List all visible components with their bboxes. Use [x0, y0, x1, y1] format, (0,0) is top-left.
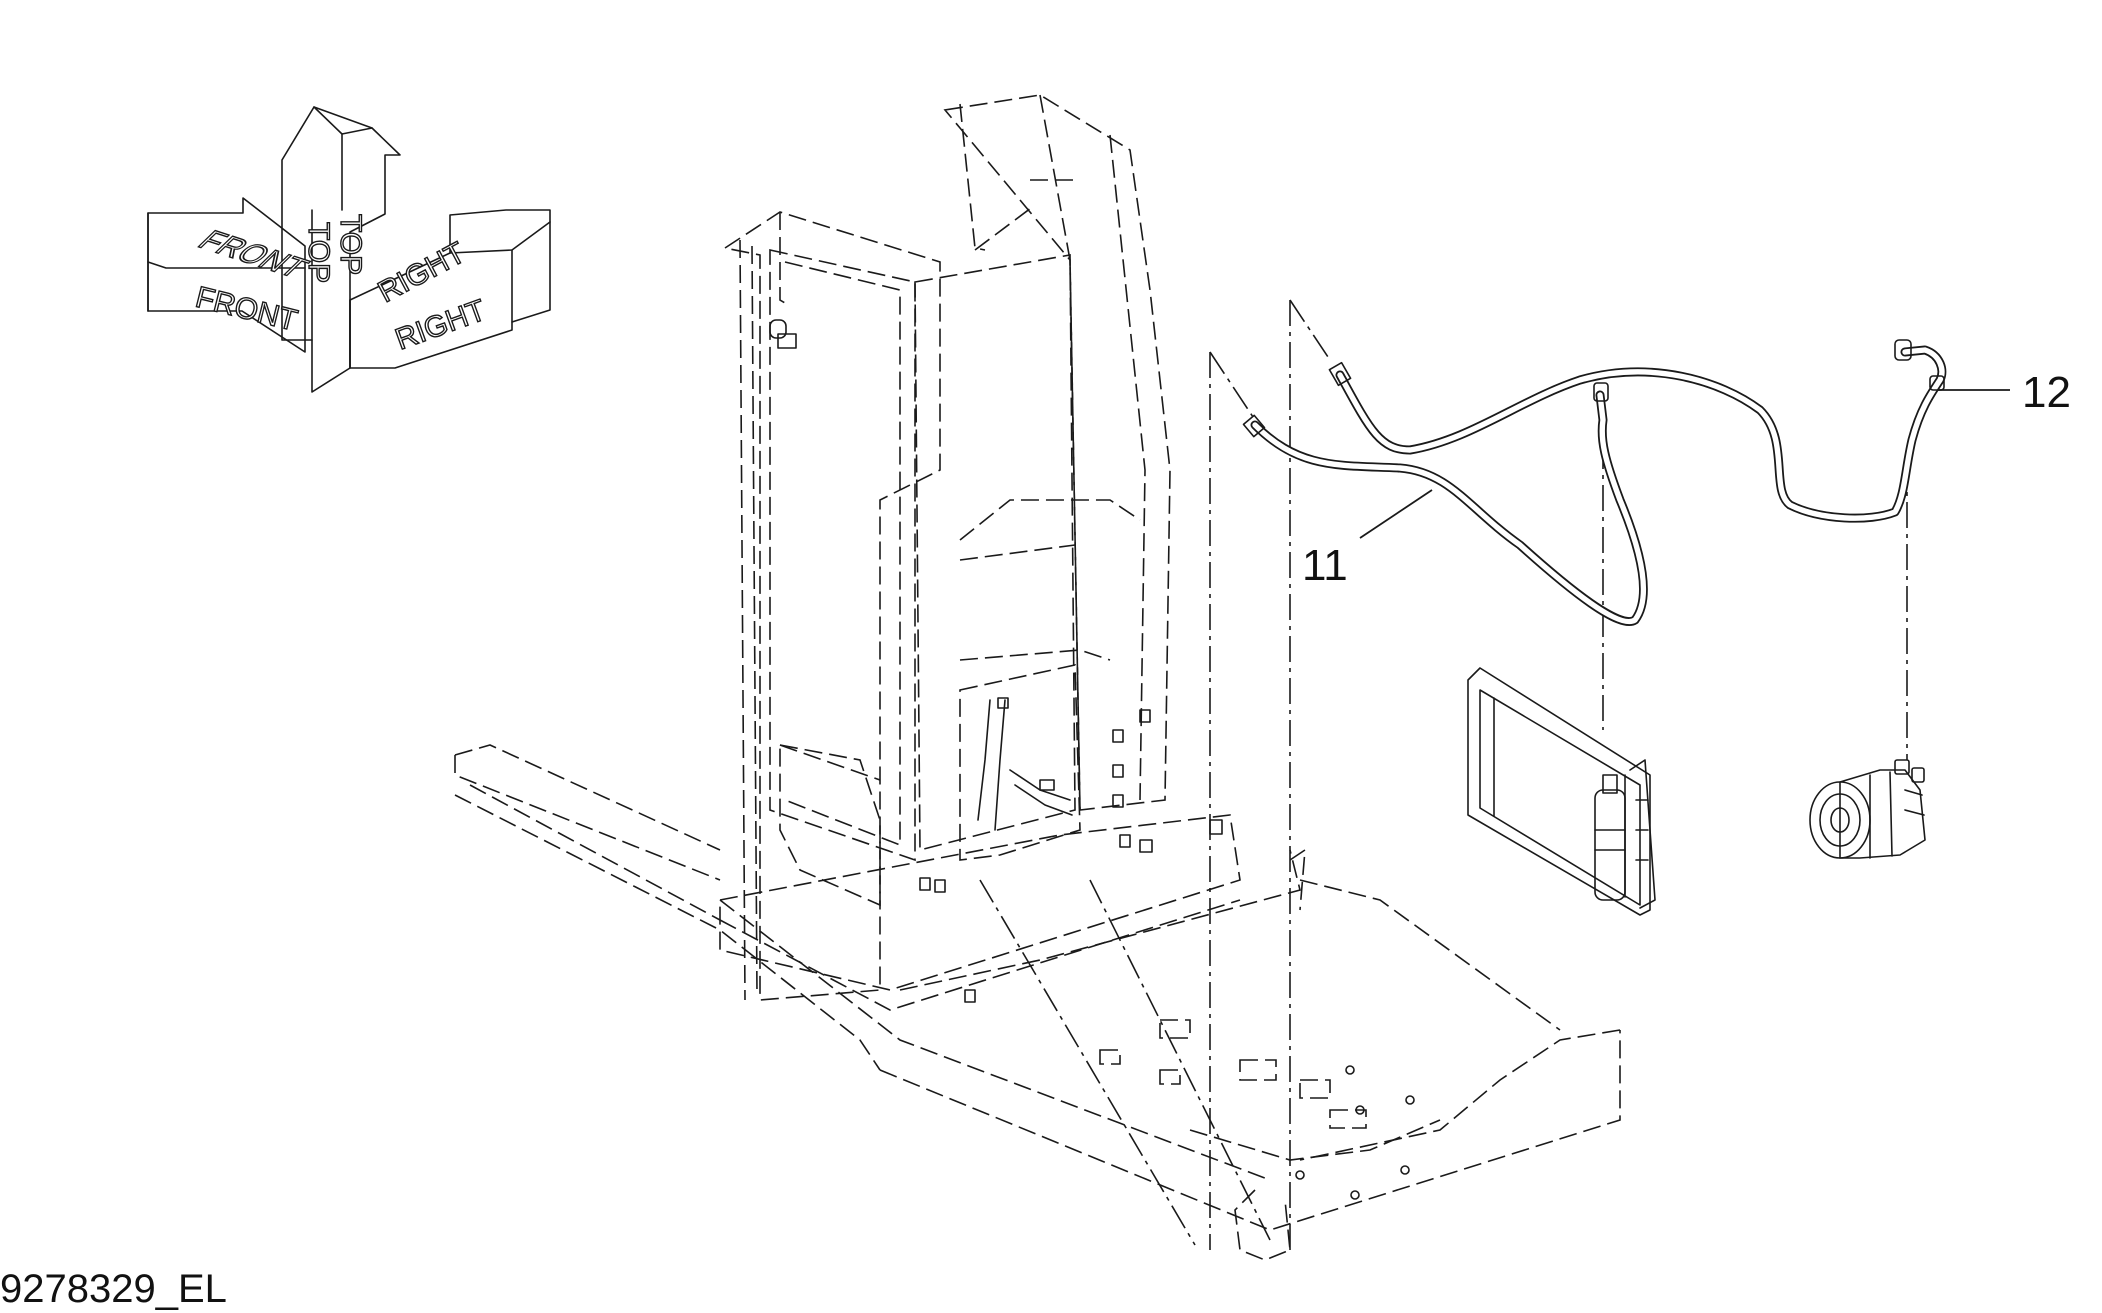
hose-12 — [1328, 339, 1947, 523]
callout-11-label: 11 — [1302, 541, 1348, 590]
top-arrow-shape — [281, 106, 401, 393]
callout-12: 12 — [1938, 368, 2071, 417]
assembly-centerlines — [979, 299, 1908, 1250]
front-arrow-shape — [147, 197, 306, 353]
cab-frame — [719, 94, 1241, 1011]
right-label-top: RIGHT — [373, 236, 471, 309]
drawing-code: 9278329_EL — [0, 1267, 227, 1311]
right-arrow-shape — [349, 209, 551, 369]
callout-11: 11 — [1302, 489, 1433, 590]
hose-11 — [1242, 382, 1648, 626]
ac-compressor — [1809, 759, 1926, 859]
top-label-right: TOP — [334, 214, 367, 275]
callout-12-label: 12 — [2022, 368, 2071, 417]
orientation-indicator: FRONT FRONT TOP TOP RIGHT RIGHT — [147, 106, 551, 393]
right-label-side: RIGHT — [391, 294, 490, 357]
chassis-frame — [454, 744, 1621, 1261]
top-label-left: TOP — [302, 222, 335, 283]
front-label-top: FRONT — [191, 225, 317, 283]
front-label-side: FRONT — [192, 281, 300, 338]
condenser — [1467, 667, 1656, 916]
